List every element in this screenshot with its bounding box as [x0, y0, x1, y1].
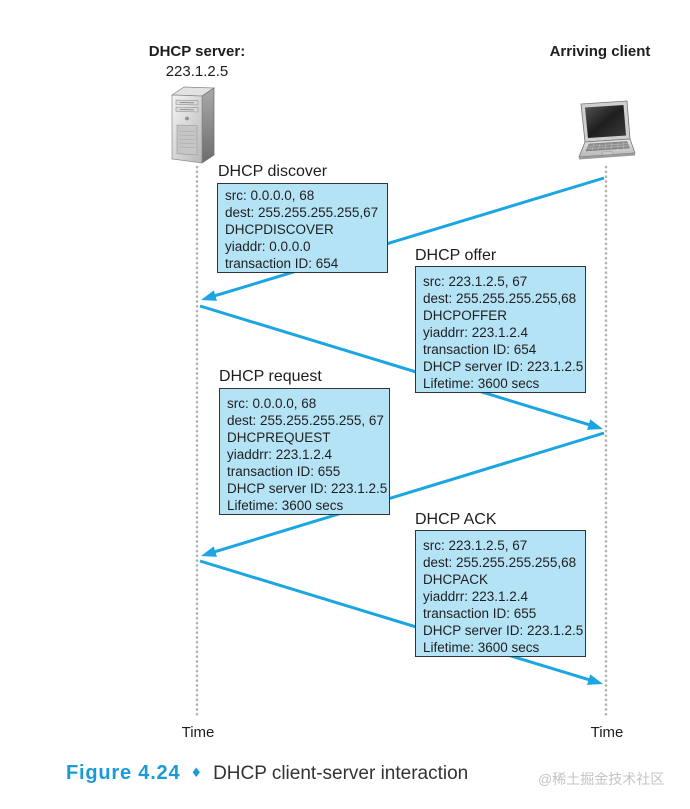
- figure-title: DHCP client-server interaction: [213, 763, 469, 784]
- server-tower-icon: [170, 86, 216, 164]
- discover-transaction-id: transaction ID: 654: [225, 256, 339, 271]
- server-title: DHCP server:: [148, 43, 246, 60]
- request-yiaddr: yiaddrr: 223.1.2.4: [227, 447, 333, 462]
- ack-transaction-id: transaction ID: 655: [423, 606, 537, 621]
- discover-src: src: 0.0.0.0, 68: [225, 188, 315, 203]
- server-time-label: Time: [181, 724, 215, 741]
- offer-lifetime: Lifetime: 3600 secs: [423, 376, 540, 391]
- client-title: Arriving client: [549, 43, 651, 60]
- ack-lifetime: Lifetime: 3600 secs: [423, 640, 540, 655]
- ack-type: DHCPACK: [423, 572, 489, 587]
- arrow-shaft: [199, 559, 592, 682]
- ack-src: src: 223.1.2.5, 67: [423, 538, 528, 553]
- figure-caption: Figure 4.24 ♦ DHCP client-server interacti…: [66, 761, 468, 788]
- arrowhead: [201, 290, 217, 301]
- request-type: DHCPREQUEST: [227, 430, 331, 445]
- diamond-separator: ♦: [190, 766, 203, 781]
- dhcp-ack-message-box: src: 223.1.2.5, 67 dest: 255.255.255.255…: [415, 530, 586, 657]
- offer-dest: dest: 255.255.255.255,68: [423, 291, 577, 306]
- discover-yiaddr: yiaddr: 0.0.0.0: [225, 239, 311, 254]
- figure-number: Figure 4.24: [66, 762, 181, 784]
- ack-server-id: DHCP server ID: 223.1.2.5: [423, 623, 584, 638]
- dhcp-offer-message-box: src: 223.1.2.5, 67 dest: 255.255.255.255…: [415, 266, 586, 393]
- request-server-id: DHCP server ID: 223.1.2.5: [227, 481, 388, 496]
- arrowhead: [587, 674, 603, 685]
- discover-type: DHCPDISCOVER: [225, 222, 334, 237]
- dhcp-discover-message-box: src: 0.0.0.0, 68 dest: 255.255.255.255,6…: [217, 183, 388, 273]
- arrow-shaft: [213, 176, 605, 298]
- request-dest: dest: 255.255.255.255, 67: [227, 413, 384, 428]
- dhcp-offer-label: DHCP offer: [415, 247, 497, 264]
- offer-yiaddr: yiaddrr: 223.1.2.4: [423, 325, 529, 340]
- watermark: @稀土掘金技术社区: [538, 771, 665, 787]
- arrowhead: [201, 546, 217, 557]
- dhcp-ack-label: DHCP ACK: [415, 511, 497, 528]
- client-time-label: Time: [590, 724, 624, 741]
- dhcp-discover-label: DHCP discover: [218, 163, 328, 180]
- offer-src: src: 223.1.2.5, 67: [423, 274, 528, 289]
- arrowhead: [587, 419, 603, 430]
- server-address: 223.1.2.5: [165, 63, 229, 80]
- arrow-dhcp-ack: [199, 559, 603, 685]
- offer-type: DHCPOFFER: [423, 308, 507, 323]
- dhcp-request-message-box: src: 0.0.0.0, 68 dest: 255.255.255.255, …: [219, 388, 390, 515]
- arrow-dhcp-offer: [199, 304, 603, 430]
- offer-server-id: DHCP server ID: 223.1.2.5: [423, 359, 584, 374]
- ack-dest: dest: 255.255.255.255,68: [423, 555, 577, 570]
- discover-dest: dest: 255.255.255.255,67: [225, 205, 379, 220]
- offer-transaction-id: transaction ID: 654: [423, 342, 537, 357]
- request-src: src: 0.0.0.0, 68: [227, 396, 317, 411]
- request-lifetime: Lifetime: 3600 secs: [227, 498, 344, 513]
- laptop-icon: [578, 100, 636, 160]
- arrow-dhcp-request: [201, 431, 605, 557]
- arrow-shaft: [199, 304, 592, 427]
- arrow-dhcp-discover: [201, 176, 605, 301]
- arrow-shaft: [212, 431, 605, 554]
- request-transaction-id: transaction ID: 655: [227, 464, 341, 479]
- ack-yiaddr: yiaddrr: 223.1.2.4: [423, 589, 529, 604]
- dhcp-request-label: DHCP request: [219, 368, 322, 385]
